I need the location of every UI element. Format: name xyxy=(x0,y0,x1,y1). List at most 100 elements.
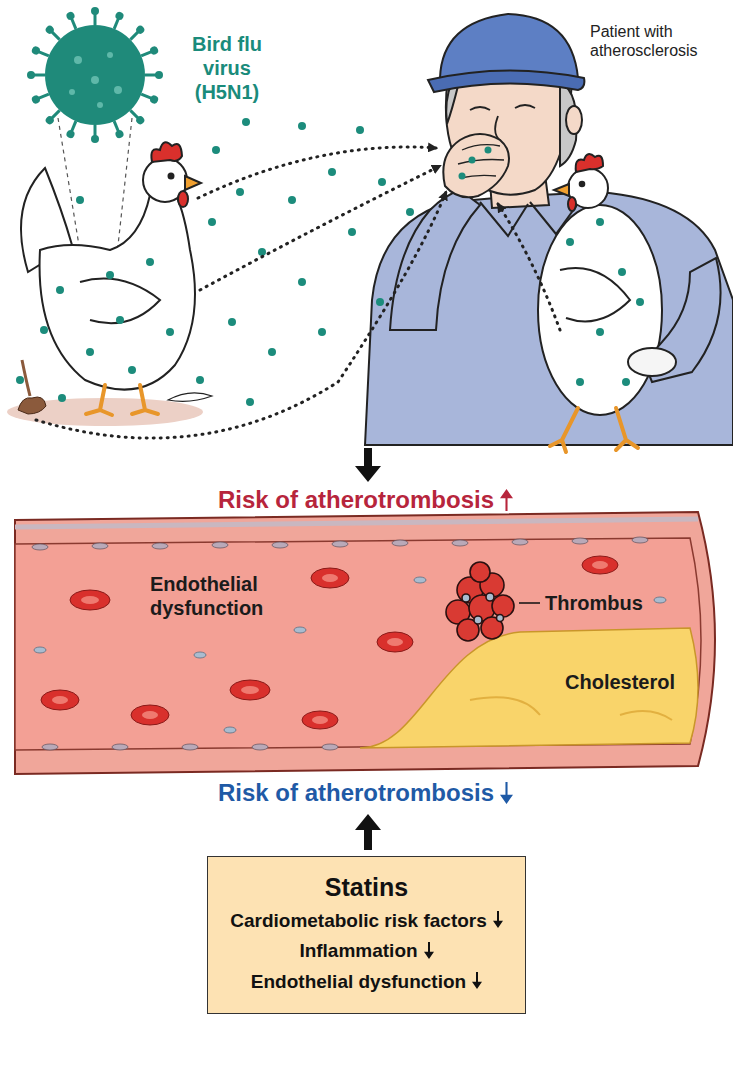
transmission-route-part xyxy=(36,192,446,438)
artery-part-part xyxy=(512,539,528,545)
virus-particles-part xyxy=(596,218,604,226)
artery-part xyxy=(34,577,666,733)
virus-particles-part xyxy=(116,316,124,324)
decrease-arrow xyxy=(424,942,434,959)
virus-particles-part xyxy=(618,268,626,276)
artery-part-part xyxy=(322,744,338,750)
artery-part xyxy=(470,697,672,720)
label-text: Endothelial dysfunction xyxy=(150,573,263,619)
artery-part-part xyxy=(322,574,338,582)
artery-part-part xyxy=(332,541,348,547)
box-heading: Statins xyxy=(228,873,505,902)
thrombus-part xyxy=(470,562,490,582)
virus-particles-part xyxy=(268,348,276,356)
artery-part-part xyxy=(81,596,99,604)
flow-arrow-part xyxy=(364,828,372,850)
virus-icon-part xyxy=(31,90,51,104)
chicken-part xyxy=(86,385,158,415)
artery-part-part xyxy=(377,632,413,652)
virus-icon-part xyxy=(65,120,79,140)
artery-part-part xyxy=(294,627,306,633)
virus-particles-part xyxy=(58,394,66,402)
artery-part-part xyxy=(387,638,403,646)
artery xyxy=(15,512,715,774)
virus-particles-part xyxy=(106,271,114,279)
thrombus-part xyxy=(474,616,482,624)
label-text: Risk of atherotrombosis xyxy=(218,779,494,806)
virus-particles-part xyxy=(258,248,266,256)
artery-part-part xyxy=(572,538,588,544)
transmission-route xyxy=(36,147,560,438)
virus-icon-part xyxy=(97,102,103,108)
endothelium-label: Endothelial dysfunction xyxy=(150,572,282,620)
virus-icon-part xyxy=(27,71,45,79)
virus-icon-part xyxy=(45,25,145,125)
transmission-route-part xyxy=(498,204,560,330)
artery-part-part xyxy=(194,652,206,658)
virus-icon-part xyxy=(145,71,163,79)
artery-part-part xyxy=(414,577,426,583)
patient-figure-part xyxy=(580,182,585,187)
chicken-part xyxy=(80,279,160,324)
artery-part-part xyxy=(252,744,268,750)
virus-particles-part xyxy=(228,318,236,326)
virus-particles-part xyxy=(576,378,584,386)
virus-particles-part xyxy=(128,366,136,374)
chicken-part xyxy=(151,142,182,162)
virus-particles-part xyxy=(212,146,220,154)
artery-part-part xyxy=(241,686,259,694)
virus-particles-part xyxy=(566,238,574,246)
thrombus-part xyxy=(492,595,514,617)
thrombus-part xyxy=(486,593,494,601)
patient-figure-part xyxy=(628,348,676,376)
artery-part-part xyxy=(302,711,338,729)
thrombus-part xyxy=(519,602,540,604)
ground-part xyxy=(168,393,212,402)
artery-part-part xyxy=(112,744,128,750)
artery-part xyxy=(15,512,715,774)
virus-label: Bird flu virus (H5N1) xyxy=(178,32,276,104)
virus-particles-part xyxy=(208,218,216,226)
thrombus xyxy=(446,562,540,641)
artery-part-part xyxy=(34,647,46,653)
virus-particles-part xyxy=(298,122,306,130)
thrombus-part xyxy=(497,615,504,622)
patient-figure-part xyxy=(566,106,582,134)
artery-part-part xyxy=(392,540,408,546)
label-text: Thrombus xyxy=(545,592,643,614)
virus-icon-part xyxy=(69,89,75,95)
artery-part-part xyxy=(52,696,68,704)
effect-row: Cardiometabolic risk factors xyxy=(228,906,505,936)
virus-particles-part xyxy=(76,196,84,204)
patient-figure-part xyxy=(550,408,638,452)
artery-part xyxy=(360,628,698,748)
artery-part-part xyxy=(152,543,168,549)
virus-particles-part xyxy=(406,208,414,216)
virus-particles-part xyxy=(196,376,204,384)
virus-particles-part xyxy=(298,278,306,286)
arrow-glyph xyxy=(493,911,503,928)
chicken-part xyxy=(185,176,201,190)
chicken-part xyxy=(169,174,174,179)
artery-part-part xyxy=(182,744,198,750)
patient-figure-part xyxy=(440,14,578,78)
virus-particles-part xyxy=(348,228,356,236)
artery-part-part xyxy=(632,537,648,543)
artery-part-part xyxy=(41,690,79,710)
thrombus-part xyxy=(462,594,470,602)
arrow-glyph xyxy=(424,942,434,959)
artery-part-part xyxy=(311,568,349,588)
virus-particles-part xyxy=(622,378,630,386)
label-text: Cholesterol xyxy=(565,671,675,693)
virus-particles-part xyxy=(56,286,64,294)
chicken-part xyxy=(178,191,188,207)
virus-particles xyxy=(16,118,644,406)
artery-part-part xyxy=(224,727,236,733)
virus-particles-part xyxy=(318,328,326,336)
label-text: Risk of atherotrombosis xyxy=(218,486,494,513)
virus-icon-part xyxy=(91,125,99,143)
patient-figure-part xyxy=(458,145,504,178)
heading-text: Statins xyxy=(325,873,408,901)
label-text: Bird flu virus (H5N1) xyxy=(192,33,262,103)
patient-figure-part xyxy=(568,197,576,211)
